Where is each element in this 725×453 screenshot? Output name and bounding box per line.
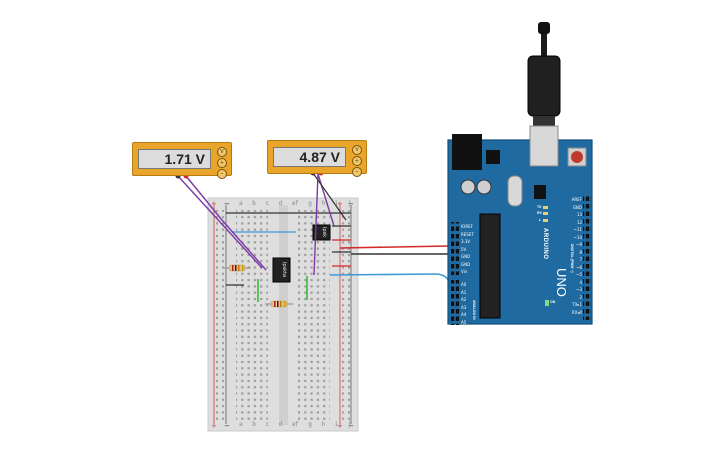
multimeter-2-terminals: V + −	[352, 145, 362, 178]
terminal-plus-icon[interactable]: +	[217, 158, 227, 168]
lead-purple-1[interactable]	[177, 175, 263, 269]
terminal-minus-icon[interactable]: −	[352, 167, 362, 177]
arduino-board[interactable]	[447, 22, 593, 325]
power-header[interactable]	[451, 222, 459, 275]
usb-port	[529, 125, 559, 167]
rail-plus-bottom-right: +	[337, 422, 343, 430]
pin-label-a5: A5	[461, 319, 467, 325]
breadboard[interactable]	[207, 197, 359, 432]
led-rx-label: RX	[537, 211, 542, 215]
pin-label-gnd-d: GND	[572, 204, 582, 210]
rail-minus-bottom-right: −	[348, 422, 354, 430]
led-tx-label: TX	[537, 205, 542, 209]
pin-label-aref: AREF	[571, 197, 582, 202]
reset-button[interactable]	[571, 151, 583, 163]
rail-plus-top-left: +	[211, 200, 217, 208]
rail-plus-bottom-left: +	[211, 422, 217, 430]
usb-cable-end	[538, 22, 550, 34]
rail-minus-top-left: −	[224, 200, 230, 208]
pin-label-9: ~9	[576, 242, 582, 247]
terminal-minus-icon[interactable]: −	[217, 169, 227, 179]
terminal-plus-icon[interactable]: +	[352, 156, 362, 166]
meter-leads[interactable]	[175, 170, 347, 276]
multimeter-2-display: 4.87 V	[273, 147, 346, 167]
atmega-chip	[479, 213, 501, 319]
resistor-2[interactable]	[265, 300, 293, 308]
sensor-chip-2[interactable]	[312, 224, 331, 241]
power-pin-labels: IOREF RESET 3.3V 5V GND GND Vin	[461, 223, 474, 276]
pin-label-13: 13	[576, 212, 582, 217]
multimeter-1-terminals: V + −	[217, 147, 227, 180]
pin-label-7: 7	[579, 257, 582, 262]
multimeter-2[interactable]: 4.87 V V + −	[267, 140, 367, 177]
arduino-brand-label: ARDUINO	[542, 228, 548, 260]
lead-purple-2b[interactable]	[317, 173, 335, 227]
pin-label-a4: A4	[461, 312, 467, 317]
pin-label-ioref: IOREF	[461, 224, 473, 229]
pin-label-3: ~3	[576, 287, 582, 292]
pin-label-rx0: RX◂0	[571, 309, 582, 315]
analog-pin-labels: A0 A1 A2 A3 A4 A5	[461, 281, 466, 326]
terminal-voltage-icon[interactable]: V	[352, 145, 362, 155]
pin-label-3v3: 3.3V	[461, 239, 471, 244]
breadboard-cols-left-top: a b c d e	[239, 200, 299, 207]
pin-label-tx1: TX▸1	[572, 302, 582, 307]
terminal-voltage-icon[interactable]: V	[217, 147, 227, 157]
sensor-chip-1[interactable]	[272, 257, 291, 283]
lead-black-2[interactable]	[312, 172, 347, 221]
led-on-label: ON	[550, 300, 556, 304]
digital-header[interactable]	[583, 194, 591, 320]
pin-label-12: 12	[576, 219, 582, 225]
lead-purple-1b[interactable]	[185, 175, 267, 271]
sensor-chip-1-label: lpskta	[281, 262, 287, 278]
analog-header[interactable]	[451, 280, 459, 325]
pin-label-a1: A1	[461, 289, 467, 295]
pin-label-gnd-1: GND	[461, 254, 471, 259]
pin-label-11: ~11	[573, 227, 582, 232]
breadboard-cols-right-top: f g h i j	[295, 200, 355, 207]
power-jack	[452, 134, 482, 170]
pin-label-gnd-2: GND	[461, 261, 471, 267]
pin-label-a0: A0	[461, 282, 467, 287]
pin-label-a3: A3	[461, 304, 467, 310]
pin-label-reset: RESET	[461, 231, 474, 237]
rail-minus-bottom-left: −	[224, 422, 230, 430]
usb-plug[interactable]	[527, 55, 561, 117]
breadboard-cols-right-bottom: f g h i j	[295, 421, 355, 428]
pin-label-10: ~10	[573, 234, 582, 240]
pin-label-5: ~5	[576, 272, 582, 277]
led-l-label: L	[539, 218, 542, 222]
rail-minus-top-right: −	[348, 200, 354, 208]
multimeter-1-display: 1.71 V	[138, 149, 211, 169]
multimeter-1[interactable]: 1.71 V V + −	[132, 142, 232, 179]
pin-label-4: 4	[579, 279, 582, 285]
wire-red-5v[interactable]	[339, 245, 451, 249]
breadboard-cols-left-bottom: a b c d e	[239, 421, 299, 428]
resistor-1[interactable]	[223, 264, 251, 272]
pin-label-a2: A2	[461, 297, 467, 302]
pin-label-6: ~6	[576, 264, 582, 270]
pin-label-2: 2	[579, 294, 582, 300]
lead-purple-2[interactable]	[313, 173, 319, 276]
pin-label-8: 8	[579, 249, 582, 255]
analog-in-label: ANALOG IN	[472, 300, 476, 320]
sensor-chip-2-label: lpsk	[321, 227, 327, 238]
digital-pin-labels: AREF GND 13 12 ~11 ~10 ~9 8 7 ~6 ~5 4 ~3…	[566, 196, 582, 316]
pin-label-vin: Vin	[461, 269, 468, 274]
pin-label-5v: 5V	[461, 246, 467, 252]
rail-plus-top-right: +	[337, 200, 343, 208]
